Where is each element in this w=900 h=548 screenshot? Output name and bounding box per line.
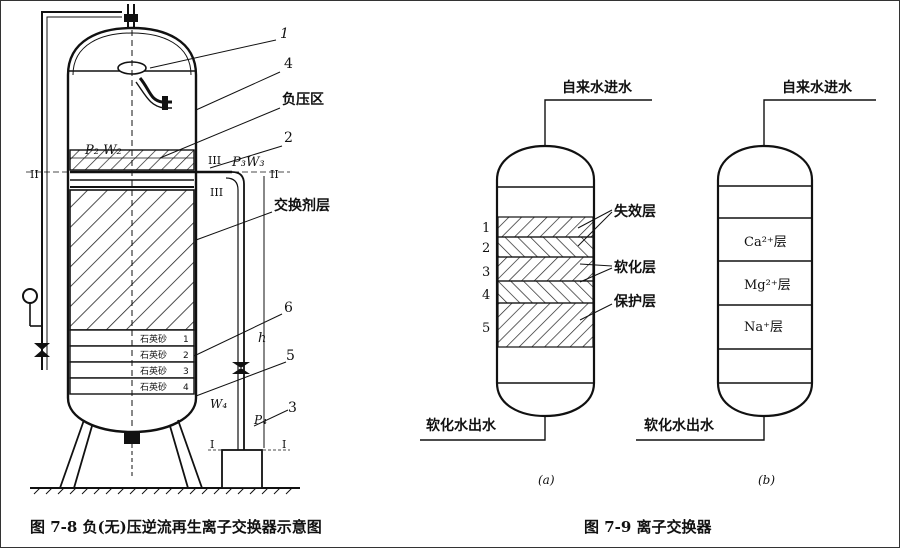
label-p4: P₄: [253, 413, 267, 427]
a-num-1: 1: [482, 221, 490, 236]
label-iii-upper: III: [208, 154, 221, 167]
label-6: 6: [284, 300, 293, 316]
caption-figure-7-9: 图 7-9 离子交换器: [584, 518, 712, 536]
bottom-outlet: [124, 432, 140, 444]
label-1: 1: [280, 26, 289, 42]
label-5: 5: [286, 348, 295, 364]
label-w4: W₄: [210, 397, 227, 411]
a-num-4: 4: [482, 288, 490, 303]
label-2: 2: [284, 130, 293, 146]
a-label-softened: 软化层: [614, 259, 656, 276]
sand-label-4: 石英砂: [140, 381, 167, 393]
sand-num-3: 3: [183, 367, 189, 377]
a-layer-5: [497, 302, 594, 348]
label-h: h: [258, 331, 266, 346]
a-inlet-label: 自来水进水: [562, 79, 633, 96]
caption-figure-7-8: 图 7-8 负(无)压逆流再生离子交换器示意图: [30, 518, 322, 536]
discharge-valve-icon: [232, 362, 250, 374]
sand-label-1: 石英砂: [140, 333, 167, 345]
inlet-flange: [124, 14, 138, 22]
pressure-gauge-icon: [22, 288, 38, 304]
label-negative-pressure-zone: 负压区: [282, 91, 324, 108]
a-layer-4: [497, 280, 594, 304]
label-p2w2: P₂ W₂: [84, 143, 122, 158]
label-4: 4: [284, 56, 293, 72]
sand-num-4: 4: [183, 383, 189, 393]
label-ii-left: II: [30, 168, 39, 181]
label-iii-lower: III: [210, 186, 223, 199]
sand-label-3: 石英砂: [140, 365, 167, 377]
a-num-2: 2: [482, 241, 490, 256]
label-i-left: I: [210, 438, 214, 451]
label-3: 3: [288, 400, 297, 416]
a-layer-1: [497, 216, 594, 238]
b-label-mg: Mg²⁺层: [744, 278, 791, 293]
label-ii-right: II: [270, 168, 279, 181]
b-outlet-label: 软化水出水: [644, 417, 715, 434]
bypass-pipe-inner: [46, 16, 122, 370]
figure-7-8: 石英砂 1 石英砂 2 石英砂 3 石英砂 4: [22, 4, 330, 495]
a-num-5: 5: [482, 321, 490, 336]
a-num-3: 3: [482, 265, 490, 280]
sand-num-2: 2: [183, 351, 189, 361]
b-sub-label: (b): [758, 473, 775, 487]
drain-box: [221, 449, 263, 489]
a-label-protective: 保护层: [613, 293, 656, 310]
a-layer-2: [497, 236, 594, 258]
a-layer-3: [497, 256, 594, 282]
a-label-failed: 失效层: [614, 203, 656, 220]
sand-label-2: 石英砂: [140, 349, 167, 361]
figure-7-9-a: 自来水进水 1 2 3 4 5 失效层 软化层 保护层 软化水出水 (a): [420, 79, 656, 487]
b-inlet-label: 自来水进水: [782, 79, 853, 96]
label-p3w3: P₃W₃: [231, 155, 265, 170]
label-i-right: I: [282, 438, 286, 451]
figure-7-9-b: 自来水进水 Ca²⁺层 Mg²⁺层 Na⁺层 软化水出水 (b): [636, 79, 876, 487]
a-outlet-label: 软化水出水: [426, 417, 497, 434]
sand-num-1: 1: [183, 335, 189, 345]
left-valve-icon: [34, 343, 50, 357]
bypass-pipe: [41, 11, 122, 370]
b-label-na: Na⁺层: [744, 320, 783, 335]
a-sub-label: (a): [538, 473, 555, 487]
label-exchanger-layer: 交换剂层: [274, 197, 330, 214]
b-label-ca: Ca²⁺层: [744, 235, 787, 250]
